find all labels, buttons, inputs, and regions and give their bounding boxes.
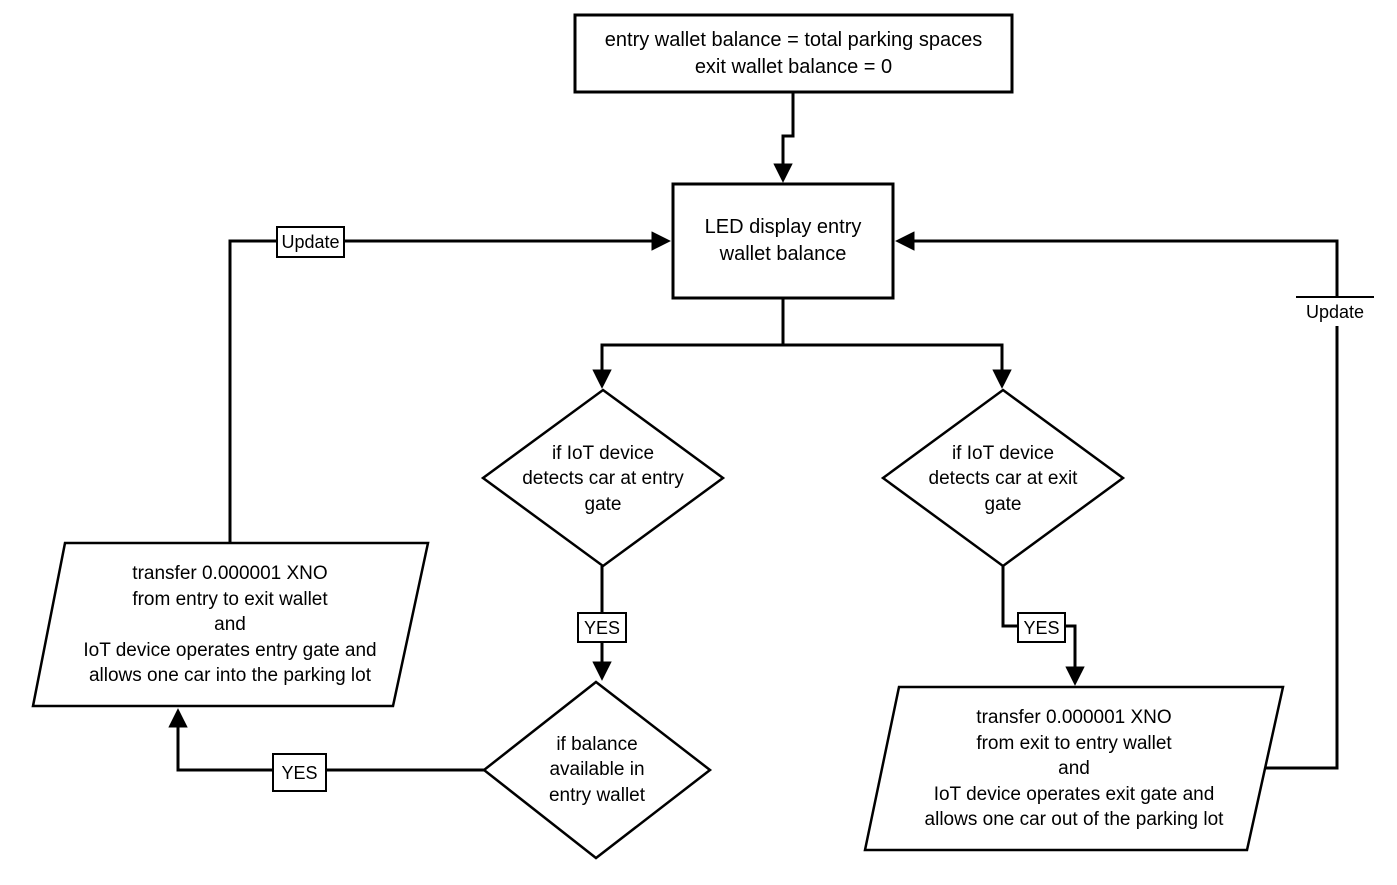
exit-action-io-text: transfer 0.000001 XNO from exit to entry… [924, 706, 1224, 831]
connector-entry-action-to-led [228, 231, 671, 543]
connector-led-split [600, 298, 1004, 347]
balance-check-decision-shape [481, 680, 713, 860]
exit-action-io-shape [863, 685, 1285, 852]
yes-entry-label: YES [577, 612, 627, 643]
entry-detect-decision-text: if IoT device detects car at entry gate [522, 442, 684, 515]
led-process-text: LED display entry wallet balance [704, 216, 862, 265]
yes-exit-label: YES [1017, 612, 1066, 643]
init-process-text: entry wallet balance = total parking spa… [604, 28, 983, 78]
entry-action-io-text: transfer 0.000001 XNO from entry to exit… [83, 562, 377, 687]
entry-action-io-shape [31, 541, 430, 708]
balance-check-decision-text: if balance available in entry wallet [548, 733, 646, 806]
led-process-shape [671, 182, 895, 300]
update-left-label: Update [276, 226, 345, 258]
yes-balance-label: YES [272, 753, 327, 792]
connector-init-to-led [773, 92, 795, 183]
connector-balance-check-to-entry-action [168, 708, 484, 772]
exit-detect-decision-text: if IoT device detects car at exit gate [928, 442, 1078, 515]
exit-detect-decision-shape [880, 388, 1126, 568]
connector-exit-action-to-led [895, 231, 1339, 770]
init-process-shape [573, 13, 1014, 94]
entry-detect-decision-shape [480, 388, 726, 568]
update-right-label: Update [1296, 296, 1374, 326]
